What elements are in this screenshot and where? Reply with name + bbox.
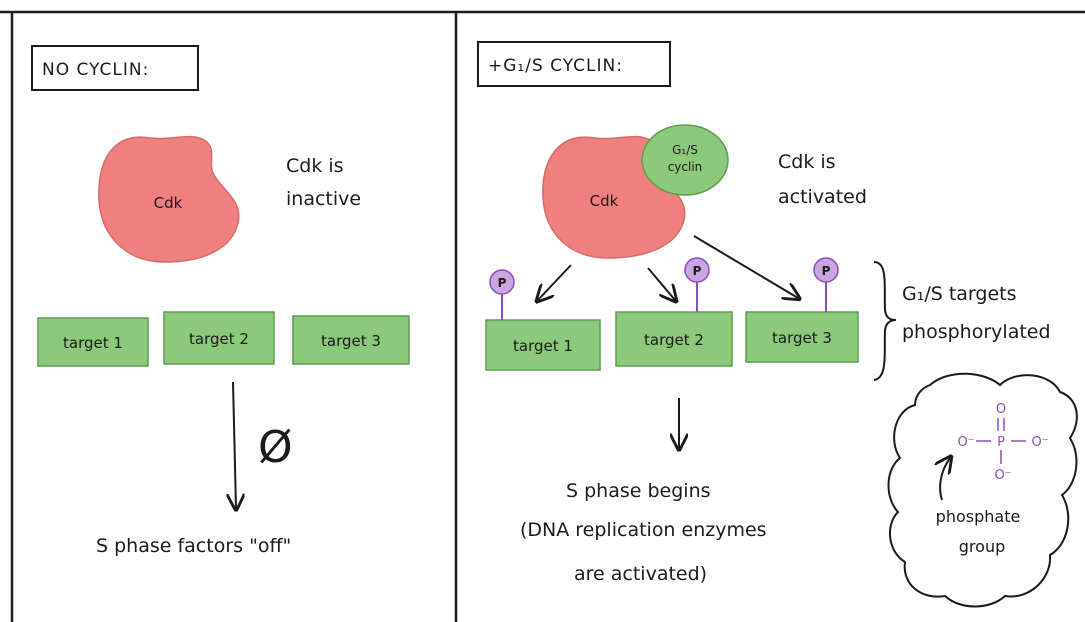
arrow-to-target-2 — [647, 267, 675, 300]
right-title-box — [477, 41, 671, 87]
phosphate-bottom-oxygen: O⁻ — [994, 468, 1011, 483]
cyclin-label-line1: G₁/S — [672, 143, 698, 157]
right-status-line1: Cdk is — [778, 151, 836, 173]
right-target-2-label: target 2 — [644, 331, 704, 349]
phospho-3-icon — [813, 257, 839, 283]
phosphate-label-line1: phosphate — [936, 507, 1021, 526]
phosphate-label-line2: group — [959, 537, 1005, 556]
targets-brace — [873, 261, 897, 381]
right-target-1-label: target 1 — [513, 337, 573, 355]
right-result-line1: S phase begins — [566, 480, 711, 502]
phospho-1-icon — [489, 269, 515, 295]
left-status-line2: inactive — [286, 188, 361, 210]
phosphate-top-oxygen: O — [996, 402, 1006, 417]
left-panel: NO CYCLIN: Cdk Cdk is inactive target 1 … — [31, 45, 410, 557]
left-down-arrow — [233, 381, 236, 508]
left-target-1-label: target 1 — [63, 334, 123, 352]
cyclin-shape — [641, 124, 729, 196]
left-cdk-label: Cdk — [154, 194, 183, 212]
phosphate-cloud — [887, 372, 1078, 608]
left-target-2-label: target 2 — [189, 330, 249, 348]
phosphate-right-oxygen: O⁻ — [1031, 435, 1048, 450]
right-target-2-box — [615, 311, 733, 367]
right-target-3-box — [745, 311, 859, 363]
left-target-3-box — [292, 315, 410, 365]
phosphate-left-oxygen: O⁻ — [957, 435, 974, 450]
brace-label-line2: phosphorylated — [902, 321, 1051, 343]
phospho-1-label: P — [498, 276, 507, 290]
phospho-2-label: P — [693, 264, 702, 278]
left-cdk-shape — [98, 135, 240, 263]
right-status-line2: activated — [778, 186, 867, 208]
right-result-line2: (DNA replication enzymes — [520, 519, 767, 541]
left-target-3-label: target 3 — [321, 332, 381, 350]
right-cdk-label: Cdk — [590, 192, 619, 210]
phospho-3-label: P — [822, 264, 831, 278]
arrow-to-target-1 — [538, 264, 572, 300]
right-panel: +G₁/S CYCLIN: Cdk G₁/S cyclin Cdk is act… — [477, 41, 1078, 608]
right-title: +G₁/S CYCLIN: — [488, 56, 623, 76]
left-title: NO CYCLIN: — [42, 60, 149, 80]
right-target-1-box — [485, 319, 601, 371]
right-result-line3: are activated) — [574, 563, 707, 585]
left-null-symbol: Ø — [258, 422, 293, 473]
left-target-1-box — [37, 317, 149, 367]
left-status-line1: Cdk is — [286, 155, 344, 177]
left-title-box — [31, 45, 199, 91]
left-result: S phase factors "off" — [96, 535, 291, 557]
brace-label-line1: G₁/S targets — [902, 283, 1017, 305]
arrow-to-target-3 — [693, 235, 798, 298]
left-target-2-box — [163, 311, 275, 365]
right-target-3-label: target 3 — [772, 329, 832, 347]
cyclin-label-line2: cyclin — [668, 160, 703, 174]
phosphate-center: P — [997, 435, 1005, 450]
phosphate-pointer-arrow — [940, 458, 950, 501]
phospho-2-icon — [684, 257, 710, 283]
